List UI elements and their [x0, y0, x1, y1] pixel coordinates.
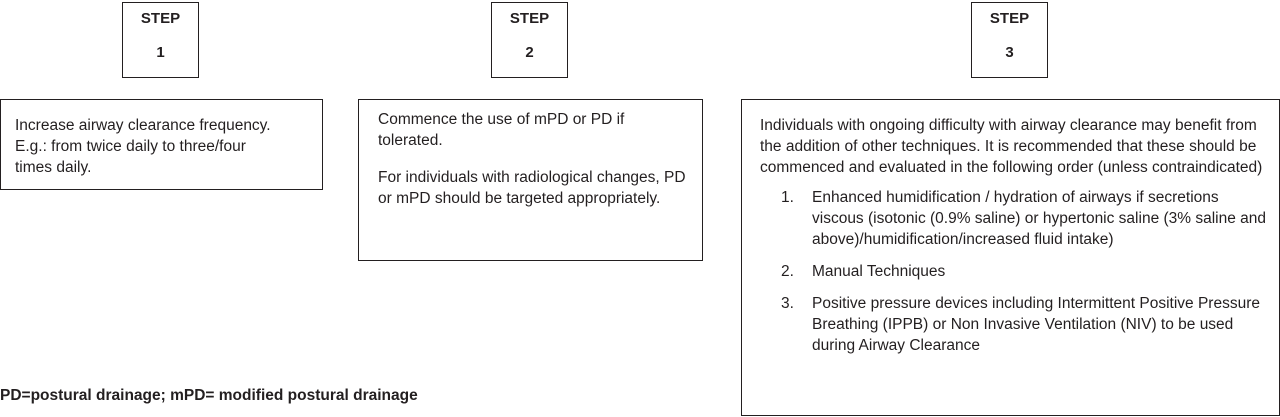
step-1-line: times daily. [15, 159, 92, 176]
step-label: STEP [509, 10, 550, 27]
step-label: STEP [989, 10, 1030, 27]
step-2-header: STEP 2 [491, 2, 568, 78]
list-item-text: Enhanced humidification / hydration of a… [812, 189, 1267, 248]
step-2-paragraph: Commence the use of mPD or PD if tolerat… [378, 111, 625, 149]
step-label: STEP [140, 10, 181, 27]
step-2-content-box: Commence the use of mPD or PD if tolerat… [358, 99, 703, 261]
step-3-content-box: Individuals with ongoing difficulty with… [741, 99, 1280, 416]
abbreviation-footnote: PD=postural drainage; mPD= modified post… [0, 387, 418, 404]
list-item: 2. Manual Techniques [760, 261, 1269, 282]
step-1-header: STEP 1 [122, 2, 199, 78]
list-item: 1. Enhanced humidification / hydration o… [760, 187, 1269, 250]
list-item-number: 2. [781, 263, 794, 280]
list-item-text: Manual Techniques [812, 263, 946, 280]
step-3-intro: Individuals with ongoing difficulty with… [760, 117, 1263, 176]
step-number: 2 [525, 44, 534, 61]
step-number: 1 [156, 44, 165, 61]
step-number: 3 [1005, 44, 1014, 61]
list-item: 3. Positive pressure devices including I… [760, 293, 1269, 356]
list-item-text: Positive pressure devices including Inte… [812, 295, 1260, 354]
list-item-number: 1. [781, 189, 794, 206]
step-2-paragraph: For individuals with radiological change… [378, 169, 686, 207]
step-1-line: Increase airway clearance frequency. [15, 117, 271, 134]
list-item-number: 3. [781, 295, 794, 312]
step-1-content-box: Increase airway clearance frequency. E.g… [0, 99, 323, 190]
technique-list: 1. Enhanced humidification / hydration o… [760, 187, 1269, 356]
step-3-header: STEP 3 [971, 2, 1048, 78]
step-1-line: E.g.: from twice daily to three/four [15, 138, 246, 155]
